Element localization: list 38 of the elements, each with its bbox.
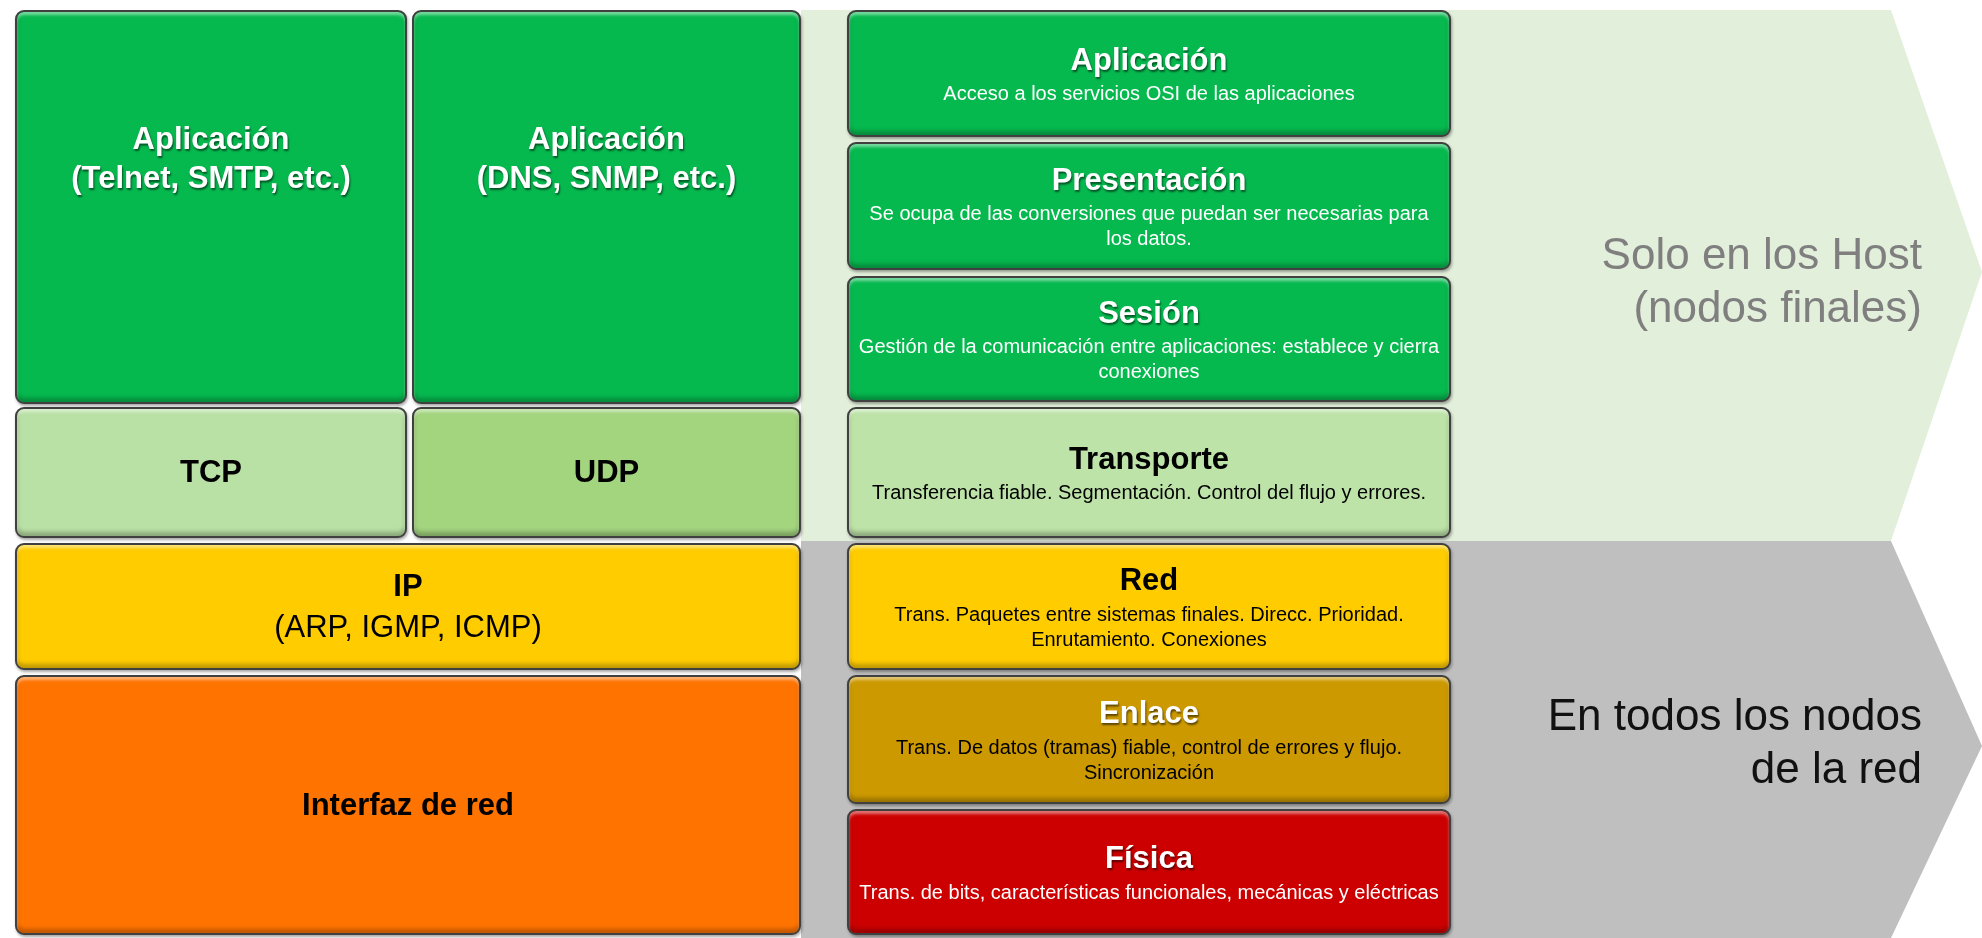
layer-name: TCP [180, 453, 242, 492]
layer-name: Enlace [1099, 694, 1199, 733]
layer-box [847, 407, 1451, 538]
layer-name: Sesión [1098, 293, 1200, 332]
layer-name: Aplicación [132, 120, 290, 159]
layer-box [847, 10, 1451, 137]
layer-name: IP [393, 566, 423, 605]
layer-box [15, 543, 801, 670]
layer-name: Aplicación [528, 120, 685, 159]
layer-name: Transporte [1068, 439, 1230, 478]
layer-description: Acceso a los servicios OSI de las aplicaciones [943, 81, 1355, 107]
layer-box [847, 675, 1451, 804]
layer-box [847, 276, 1451, 402]
layer-description: Transferencia fiable. Segmentación. Control del flujo y errores. [872, 480, 1426, 506]
layer-description: Se ocupa de las conversiones que puedan ser necesarias para los datos. [868, 201, 1430, 252]
layer-name: (Telnet, SMTP, etc.) [71, 159, 351, 197]
layer-name: (DNS, SNMP, etc.) [476, 159, 737, 197]
layer-box [847, 142, 1451, 270]
scope-label: En todos los nodos de la red [1546, 689, 1922, 794]
layer-box [847, 543, 1451, 670]
layer-name: Presentación [1051, 160, 1247, 199]
scope-label: Solo en los Host (nodos finales) [1600, 228, 1922, 333]
layer-description: Trans. Paquetes entre sistemas finales. Direcc. Prioridad. Enrutamiento. Conexiones [893, 601, 1405, 652]
layer-name: UDP [573, 453, 640, 492]
layer-description: (ARP, IGMP, ICMP) [274, 607, 542, 646]
layer-box [15, 10, 407, 404]
layer-name: Aplicación [1070, 40, 1228, 79]
layer-box [15, 675, 801, 935]
layer-description: Trans. de bits, características funcionales, mecánicas y eléctricas [859, 879, 1439, 905]
layer-box [15, 407, 407, 538]
layer-description: Gestión de la comunicación entre aplicaciones: establece y cierra conexiones [857, 334, 1441, 385]
layer-description: Trans. De datos (tramas) fiable, control de errores y flujo. Sincronización [894, 734, 1404, 785]
layer-box [412, 10, 801, 404]
layer-box [847, 809, 1451, 935]
layer-name: Física [1105, 839, 1193, 878]
layer-box [412, 407, 801, 538]
layer-name: Red [1119, 561, 1179, 600]
layer-name: Interfaz de red [302, 785, 514, 824]
